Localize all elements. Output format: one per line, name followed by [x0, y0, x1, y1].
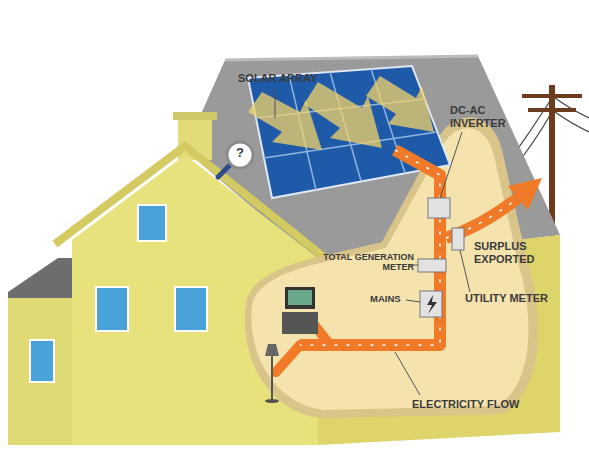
- flow-dots: [300, 150, 440, 345]
- utility-meter-box: [452, 228, 464, 250]
- mains-box: [420, 291, 442, 317]
- pole-crossarm: [528, 108, 576, 112]
- leader-line: [440, 132, 462, 198]
- wing-roof: [8, 258, 78, 298]
- monitor: [285, 287, 315, 309]
- leader-line: [406, 300, 420, 302]
- power-wire: [555, 112, 589, 132]
- flow-path: [300, 150, 440, 345]
- lamp-base: [265, 399, 279, 403]
- callout-label: TOTAL GENERATION METER: [316, 252, 414, 273]
- window: [138, 205, 166, 241]
- window: [96, 287, 128, 331]
- pole-crossarm: [522, 94, 582, 98]
- leader-line: [460, 250, 470, 292]
- inverter-box: [428, 198, 450, 218]
- leader-line: [275, 88, 276, 118]
- export-arrowhead: [508, 178, 542, 210]
- wing-wall: [8, 298, 76, 445]
- magnifier-lens: [227, 142, 253, 168]
- callout-label: UTILITY METER: [465, 292, 565, 305]
- sunlight-arrow: [366, 76, 434, 132]
- solar-panel: [248, 66, 450, 198]
- callout-label: ELECTRICITY FLOW: [412, 398, 552, 411]
- monitor-screen: [288, 290, 312, 305]
- callout-label: MAINS: [370, 294, 410, 305]
- callout-label: SOLAR ARRAY: [238, 72, 348, 85]
- lamp-stand: [271, 355, 273, 400]
- callout-label: ?: [234, 146, 246, 161]
- lightning-symbol: [427, 295, 437, 314]
- window: [30, 340, 54, 382]
- chimney-cap: [173, 112, 217, 120]
- flow-path: [276, 345, 300, 372]
- computer-case: [282, 312, 318, 334]
- callout-label: DC-AC INVERTER: [450, 104, 516, 129]
- roof-ridge: [225, 56, 478, 60]
- generation-meter-box: [418, 259, 446, 272]
- leader-line: [395, 352, 420, 395]
- window: [175, 287, 207, 331]
- lamp-shade: [265, 344, 279, 356]
- callout-label: SURPLUS EXPORTED: [474, 240, 540, 265]
